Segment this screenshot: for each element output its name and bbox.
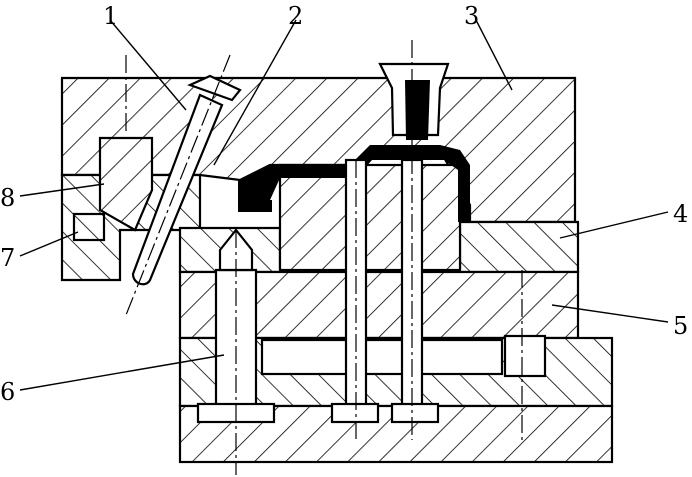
leader-6 bbox=[19, 354, 225, 391]
leader-4 bbox=[559, 211, 669, 239]
label-4: 4 bbox=[673, 200, 688, 228]
label-7: 7 bbox=[0, 244, 15, 272]
label-5: 5 bbox=[673, 312, 688, 340]
leader-1 bbox=[109, 19, 187, 111]
label-3: 3 bbox=[464, 2, 479, 30]
label-6: 6 bbox=[0, 378, 15, 406]
centerline-angle-pin bbox=[125, 54, 231, 316]
molded-plastic-part bbox=[238, 145, 470, 222]
sprue-bushing bbox=[378, 62, 450, 140]
label-8: 8 bbox=[0, 184, 15, 212]
angled-guide-pin-part-1 bbox=[131, 74, 242, 286]
slide-core-part-8 bbox=[98, 136, 154, 232]
core-insert bbox=[278, 163, 462, 272]
label-2: 2 bbox=[288, 2, 303, 30]
leader-3 bbox=[475, 19, 513, 91]
leader-2 bbox=[213, 19, 297, 166]
leader-5 bbox=[551, 304, 669, 323]
wedge-block-part-7 bbox=[72, 212, 106, 242]
label-1: 1 bbox=[103, 2, 118, 30]
leader-7 bbox=[19, 231, 79, 257]
leader-8 bbox=[19, 183, 105, 197]
